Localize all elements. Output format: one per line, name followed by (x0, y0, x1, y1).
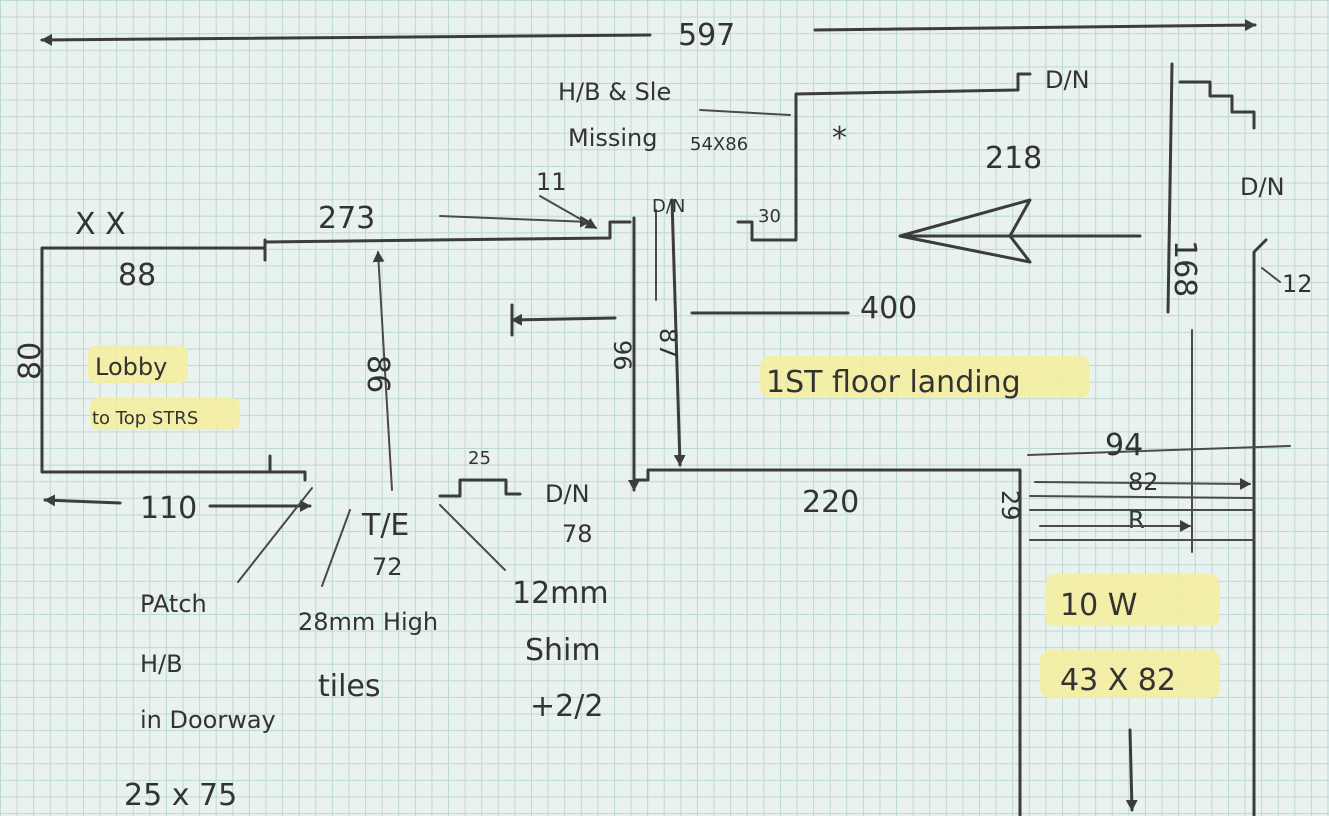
dim-82-under (1029, 495, 1255, 499)
landing-arrow (898, 198, 1142, 264)
dim-86-line (372, 251, 393, 491)
tiles-leader (321, 509, 351, 587)
room-highlight (1045, 574, 1220, 626)
room-size: 43 X 82 (1060, 663, 1176, 698)
room-down-arrow (1125, 728, 1138, 812)
te-label: T/E (361, 508, 409, 543)
room-label: 10 W (1060, 588, 1137, 623)
shim-leader (439, 504, 506, 571)
xx-mark: X X (75, 207, 126, 242)
shim-profile (438, 478, 522, 498)
missing-label: Missing (568, 124, 658, 152)
lobby-sublabel: to Top STRS (92, 408, 198, 429)
dim-400: 400 (860, 291, 917, 326)
arrow-273 (439, 215, 591, 228)
upper-room-wall (736, 72, 1032, 242)
patch-leader (237, 487, 313, 583)
dn-mid: D/N (652, 196, 685, 217)
stair-edge (1166, 62, 1174, 314)
hb-sle-label: H/B & Sle (558, 78, 671, 106)
right-wall (1252, 238, 1268, 816)
dim-88: 88 (118, 258, 156, 293)
dim-273: 273 (318, 201, 375, 236)
te-72: 72 (372, 553, 403, 581)
dim-25: 25 (468, 448, 491, 469)
dim-12: 12 (1282, 270, 1313, 298)
corridor-top-wall (263, 220, 632, 244)
stair-steps (1178, 80, 1256, 130)
dim-96: 96 (608, 340, 636, 371)
arrow-11 (539, 195, 597, 229)
lobby-highlight (88, 345, 188, 383)
dn-right: D/N (1240, 173, 1285, 201)
dim-11: 11 (536, 168, 567, 196)
dim-87-line (670, 198, 686, 467)
patch-note-2: H/B (140, 650, 183, 678)
dim-220: 220 (802, 485, 859, 520)
dim-110-left (43, 494, 122, 507)
landing-label: 1ST floor landing (766, 365, 1021, 400)
tiles-note-2: tiles (318, 669, 381, 704)
dim-94: 94 (1105, 428, 1143, 463)
dim-29: 29 (996, 490, 1024, 521)
asterisk-mark: * (832, 121, 847, 156)
lobby-outline (40, 246, 307, 482)
lobby-highlight-2 (90, 398, 240, 430)
dim-80: 80 (13, 342, 48, 380)
patch-note-3: in Doorway (140, 706, 276, 734)
room-size-highlight (1040, 650, 1220, 698)
dim-82: 82 (1128, 468, 1159, 496)
dim-R: R (1128, 506, 1145, 534)
shim-note-3: +2/2 (530, 689, 603, 724)
tiles-note-1: 28mm High (298, 608, 438, 636)
overall-dimension-left-line (40, 33, 652, 46)
overall-dimension-label: 597 (678, 18, 735, 53)
dim-110: 110 (140, 491, 197, 526)
size-54x86: 54X86 (690, 134, 748, 155)
dim-12-leader (1261, 267, 1281, 283)
missing-leader (699, 109, 791, 116)
patch-note-4: 25 x 75 (124, 778, 237, 813)
dim-400-left (510, 313, 617, 326)
dim-87: 87 (654, 328, 682, 359)
dim-82-line (1034, 477, 1251, 490)
dn-bottom: D/N (545, 480, 590, 508)
lobby-label: Lobby (95, 353, 167, 381)
dim-78: 78 (562, 520, 593, 548)
patch-note-1: PAtch (140, 590, 207, 618)
dn-top: D/N (1045, 66, 1090, 94)
shim-note-2: Shim (525, 633, 601, 668)
shim-note-1: 12mm (512, 576, 609, 611)
dim-86: 86 (360, 355, 395, 393)
landing-highlight (760, 356, 1090, 398)
dim-30: 30 (758, 206, 781, 227)
dim-168: 168 (1167, 240, 1202, 297)
dim-218: 218 (985, 141, 1042, 176)
dim-94-line (1027, 445, 1291, 456)
overall-dimension-right-line (813, 19, 1257, 32)
